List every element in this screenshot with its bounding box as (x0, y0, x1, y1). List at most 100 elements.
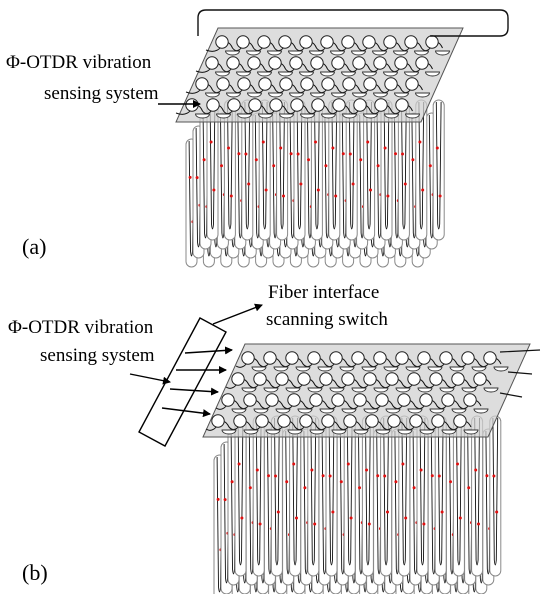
panel-b-input-arrow (129, 373, 171, 385)
tube-fiber-loop (230, 127, 237, 248)
switch-output-arrow (161, 407, 211, 418)
sensor-marker (264, 188, 268, 192)
tube-opening (372, 50, 387, 56)
sensor-marker (394, 480, 398, 484)
tube-fiber-loop (341, 114, 348, 239)
fiber-strand (235, 358, 502, 368)
tube-fiber-loop (359, 114, 365, 239)
tube-opening (215, 71, 230, 77)
fiber-coil (404, 35, 418, 49)
sensor-marker (492, 474, 496, 478)
fiber-coil (299, 414, 313, 428)
fiber-coil (299, 35, 313, 49)
fiber-coil (395, 351, 409, 365)
tube-opening (216, 113, 231, 119)
tube-opening (195, 113, 210, 119)
sensor-marker (303, 486, 307, 490)
tube-fiber-loop (220, 114, 226, 239)
fiber-coil (289, 56, 303, 70)
fiber-coil (321, 414, 335, 428)
tube-fiber-loop (278, 443, 284, 584)
fiber-coil (248, 98, 262, 112)
tube-opening (417, 387, 433, 393)
tube-fiber-loop (358, 430, 364, 575)
fiber-coil (275, 372, 289, 386)
sensor-marker (386, 510, 389, 514)
fiber-strand (215, 400, 482, 410)
sensor-marker (456, 462, 459, 466)
panel-b-system-label-line1: Φ-OTDR vibration (8, 317, 154, 338)
tube-opening (441, 429, 457, 435)
fiber-coil (321, 77, 335, 91)
sensing-tube (471, 415, 484, 577)
sensor-marker (314, 140, 317, 144)
tube-fiber-loop (453, 456, 459, 593)
tube-fiber-loop (223, 140, 230, 257)
tube-fiber-loop (485, 430, 492, 575)
tube-fiber-loop (394, 430, 401, 575)
tube-fiber-loop (404, 127, 411, 248)
sensor-marker (316, 188, 320, 192)
sensor-marker (440, 510, 444, 514)
fiber-tail (499, 349, 541, 353)
sensor-marker (313, 522, 317, 526)
tube-opening (275, 408, 291, 414)
sensor-marker (279, 146, 283, 150)
tube-opening (231, 408, 247, 414)
tube-fiber-loop (397, 140, 404, 257)
tube-fiber-loop (274, 417, 280, 566)
sensor-marker (365, 468, 368, 472)
sensor-marker (267, 474, 270, 478)
fiber-coil (351, 351, 365, 365)
sensor-marker (449, 480, 452, 484)
tube-opening (320, 71, 335, 77)
tube-fiber-loop (202, 114, 209, 239)
tube-fiber-loop (348, 101, 355, 230)
tube-opening (473, 408, 489, 414)
fiber-strand (205, 421, 472, 431)
fiber-coil (483, 351, 497, 365)
tube-opening (429, 408, 445, 414)
tube-fiber-loop (435, 456, 441, 593)
tube-fiber-loop (265, 127, 271, 248)
panel-b-label: (b) (22, 560, 48, 585)
tube-fiber-loop (314, 101, 320, 230)
panel-a-system-label-line1: Φ-OTDR vibration (6, 52, 152, 73)
panel-b-tube-array (213, 415, 502, 594)
tube-fiber-loop (332, 443, 339, 584)
sensor-marker (428, 164, 432, 168)
tube-fiber-loop (401, 101, 407, 230)
fiber-coil (383, 35, 397, 49)
tube-fiber-loop (418, 101, 425, 230)
sensor-marker (495, 510, 499, 514)
panel-a-fiber-return-loop (197, 9, 509, 37)
tube-fiber-loop (380, 456, 387, 593)
tube-opening (383, 71, 398, 77)
fiber-coil (329, 351, 343, 365)
tube-fiber-loop (345, 140, 351, 257)
sensor-marker (285, 480, 289, 484)
tube-opening (373, 387, 389, 393)
fiber-coil (319, 372, 333, 386)
tube-opening (415, 92, 430, 98)
fiber-coil (342, 77, 356, 91)
tube-fiber-loop (261, 101, 268, 230)
tube-fiber-loop (352, 127, 358, 248)
sensor-marker (195, 176, 199, 180)
tube-opening (236, 71, 251, 77)
panel-a-system-label-line2: sensing system (44, 83, 159, 104)
tube-opening (407, 408, 423, 414)
sensor-marker (422, 522, 426, 526)
sensor-marker (383, 474, 387, 478)
panel-a-tube-array (185, 99, 445, 268)
sensor-marker (474, 468, 478, 472)
tube-fiber-loop (282, 127, 289, 248)
fiber-coil (205, 56, 219, 70)
fiber-coil (243, 393, 257, 407)
tube-fiber-loop (412, 430, 419, 575)
fiber-coil (269, 98, 283, 112)
tube-opening (384, 113, 399, 119)
tube-fiber-loop (260, 443, 266, 584)
tube-fiber-loop (230, 430, 237, 575)
